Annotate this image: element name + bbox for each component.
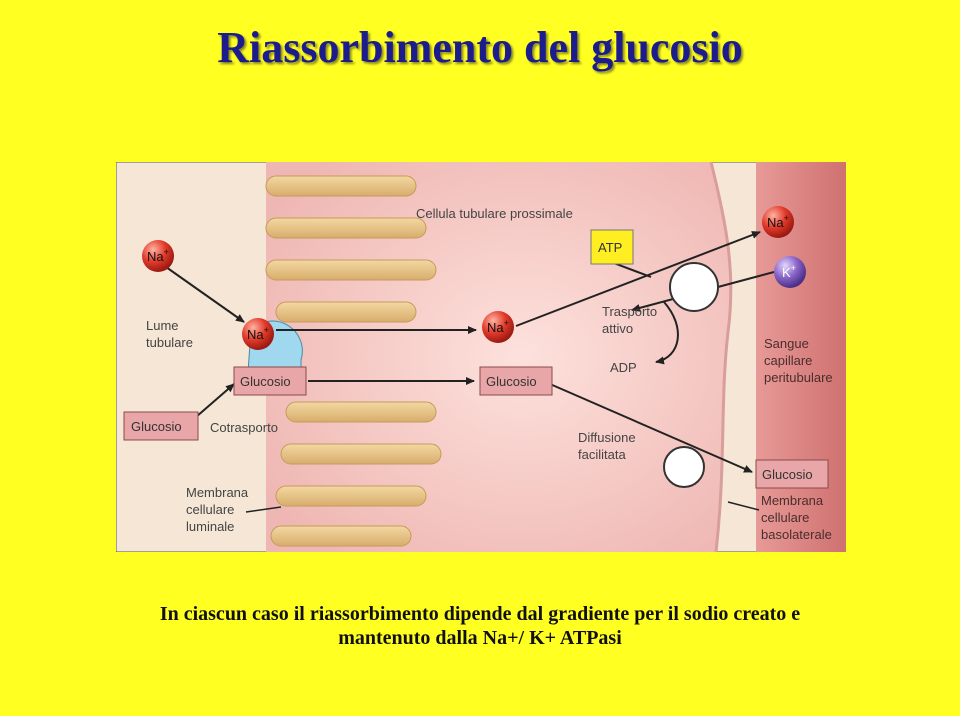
cotransport-label: Cotrasporto <box>210 420 278 435</box>
svg-text:Na+: Na+ <box>147 247 169 264</box>
cell-label: Cellula tubulare prossimale <box>416 206 573 221</box>
adp-label: ADP <box>610 360 637 375</box>
glucose-label: Glucosio <box>240 374 291 389</box>
slide-caption: In ciascun caso il riassorbimento dipend… <box>0 602 960 650</box>
active-transport-label: Trasporto attivo <box>602 304 661 336</box>
basolateral-membrane-label: Membrana cellulare basolaterale <box>761 493 832 542</box>
svg-text:K+: K+ <box>782 263 796 280</box>
basolateral-membrane-line <box>709 162 733 552</box>
svg-text:Na+: Na+ <box>247 325 269 342</box>
glucose-lumen-arrow <box>195 383 235 418</box>
glucose-reabsorption-diagram: Cellula tubulare prossimale Lume tubular… <box>116 162 846 552</box>
luminal-membrane-label: Membrana cellulare luminale <box>186 485 252 534</box>
glucose-out-arrow <box>549 383 753 473</box>
glut-carrier <box>663 446 705 488</box>
atp-label: ATP <box>598 240 622 255</box>
caption-line-1: In ciascun caso il riassorbimento dipend… <box>159 603 801 625</box>
svg-text:Na+: Na+ <box>767 213 789 230</box>
na-ion-lumen: Na+ <box>142 240 174 272</box>
atp-box <box>590 229 634 265</box>
svg-text:Na+: Na+ <box>487 318 509 335</box>
atp-adp-arrow <box>655 301 679 365</box>
glucose-box-cell: Glucosio <box>479 366 553 396</box>
na-out-arrow <box>515 231 761 327</box>
na-ion-transporter: Na+ <box>242 318 274 350</box>
na-lumen-arrow <box>165 266 245 323</box>
glucose-box-lumen: Glucosio <box>123 411 199 441</box>
na-ion-blood: Na+ <box>762 206 794 238</box>
glucose-label: Glucosio <box>131 419 182 434</box>
slide-title: Riassorbimento del glucosio <box>217 23 743 72</box>
na-ion-cell: Na+ <box>482 311 514 343</box>
facilitated-diffusion-label: Diffusione facilitata <box>578 430 639 462</box>
glucose-label: Glucosio <box>486 374 537 389</box>
blood-label: Sangue capillare peritubulare <box>764 336 833 385</box>
caption-line-2: mantenuto dalla Na+/ K+ ATPasi <box>338 627 622 649</box>
basolateral-membrane-pointer <box>727 501 760 511</box>
k-ion-blood: K+ <box>774 256 806 288</box>
glucose-box-transporter: Glucosio <box>233 366 307 396</box>
glucose-label: Glucosio <box>762 467 813 482</box>
na-k-atpase-pump <box>669 262 719 312</box>
lumen-label: Lume tubulare <box>146 318 193 350</box>
microvilli-brush-border <box>265 175 442 547</box>
flux-arrows <box>165 231 775 473</box>
luminal-membrane-pointer <box>245 506 282 513</box>
glucose-box-blood: Glucosio <box>755 459 829 489</box>
